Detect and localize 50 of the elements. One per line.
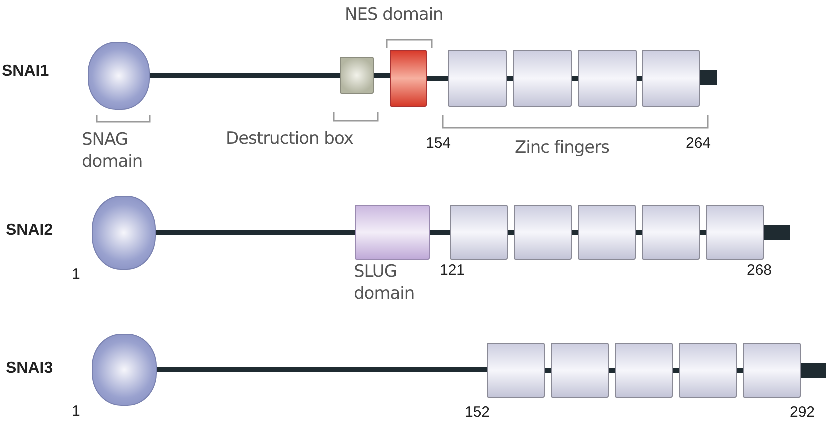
domain-box xyxy=(390,50,427,107)
domain-box xyxy=(743,343,801,398)
domain-box xyxy=(487,343,545,398)
domain-box xyxy=(551,343,609,398)
gene-name: SNAI1 xyxy=(2,62,50,82)
domain-box xyxy=(642,50,700,107)
domain-box xyxy=(578,205,636,260)
protein-backbone xyxy=(150,74,340,78)
domain-box xyxy=(578,50,637,107)
domain-box xyxy=(642,205,700,260)
protein-backbone xyxy=(609,368,615,373)
protein-backbone xyxy=(157,368,487,372)
protein-backbone xyxy=(545,368,551,373)
domain-box xyxy=(450,205,508,260)
protein-backbone xyxy=(427,76,448,81)
domain-box xyxy=(615,343,673,398)
protein-backbone xyxy=(572,230,578,235)
domain-label: SNAG domain xyxy=(82,129,144,173)
protein-backbone xyxy=(637,76,642,81)
residue-number: 154 xyxy=(426,135,452,153)
residue-number: 1 xyxy=(72,403,82,421)
residue-number: 1 xyxy=(72,266,82,284)
gene-name: SNAI2 xyxy=(6,221,54,241)
protein-backbone xyxy=(636,230,642,235)
residue-number: 121 xyxy=(440,262,466,280)
residue-number: 264 xyxy=(686,135,712,153)
residue-number: 292 xyxy=(790,404,816,422)
domain-box xyxy=(514,205,572,260)
protein-backbone xyxy=(673,368,679,373)
protein-backbone xyxy=(572,76,578,81)
domain-label: NES domain xyxy=(345,4,444,26)
domain-box xyxy=(448,50,507,107)
domain-box xyxy=(706,205,764,260)
protein-backbone xyxy=(508,230,514,235)
protein-backbone xyxy=(507,76,513,81)
domain-box xyxy=(340,57,374,94)
domain-box xyxy=(679,343,737,398)
protein-backbone xyxy=(700,230,706,235)
domain-box xyxy=(355,205,430,260)
residue-number: 152 xyxy=(465,404,492,422)
protein-backbone xyxy=(430,230,450,235)
domain-label: SLUG domain xyxy=(354,261,416,305)
protein-backbone xyxy=(374,73,390,78)
gene-name: SNAI3 xyxy=(6,359,54,379)
protein-backbone xyxy=(156,230,355,236)
residue-number: 268 xyxy=(747,262,774,280)
domain-label: Zinc fingers xyxy=(515,137,610,159)
protein-backbone xyxy=(737,368,743,373)
domain-box xyxy=(513,50,572,107)
domain-label: Destruction box xyxy=(226,128,354,150)
